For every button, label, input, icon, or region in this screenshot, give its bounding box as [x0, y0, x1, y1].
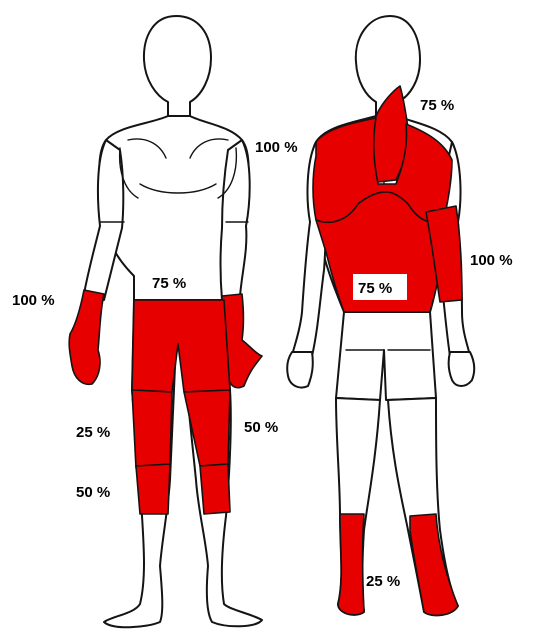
label-front-thigh: 25 % — [76, 424, 110, 441]
back-shorts — [336, 312, 436, 400]
label-back-lower-legs: 25 % — [366, 573, 400, 590]
back-hand-left — [449, 352, 474, 386]
label-front-pelvis: 75 % — [152, 275, 186, 292]
front-head — [144, 16, 211, 118]
label-front-thigh-side: 50 % — [244, 419, 278, 436]
label-back-neck: 75 % — [420, 97, 454, 114]
label-back-forearm: 100 % — [470, 252, 513, 269]
front-arm-right — [84, 140, 123, 300]
front-hand-right — [69, 290, 104, 384]
back-hand-right — [287, 352, 313, 388]
front-thigh-right-burn — [132, 390, 172, 468]
label-back-lower: 75 % — [358, 280, 392, 297]
label-front-knees: 50 % — [76, 484, 110, 501]
front-pelvis-burn — [132, 300, 230, 392]
label-back-upper: 100 % — [255, 139, 298, 156]
front-figure — [69, 16, 262, 627]
front-knee-right-burn — [136, 464, 170, 514]
back-lower-leg-left-burn — [410, 514, 458, 615]
back-lower-leg-right-burn — [338, 514, 364, 615]
label-front-left-hand: 100 % — [12, 292, 55, 309]
front-knee-left-burn — [200, 464, 230, 514]
